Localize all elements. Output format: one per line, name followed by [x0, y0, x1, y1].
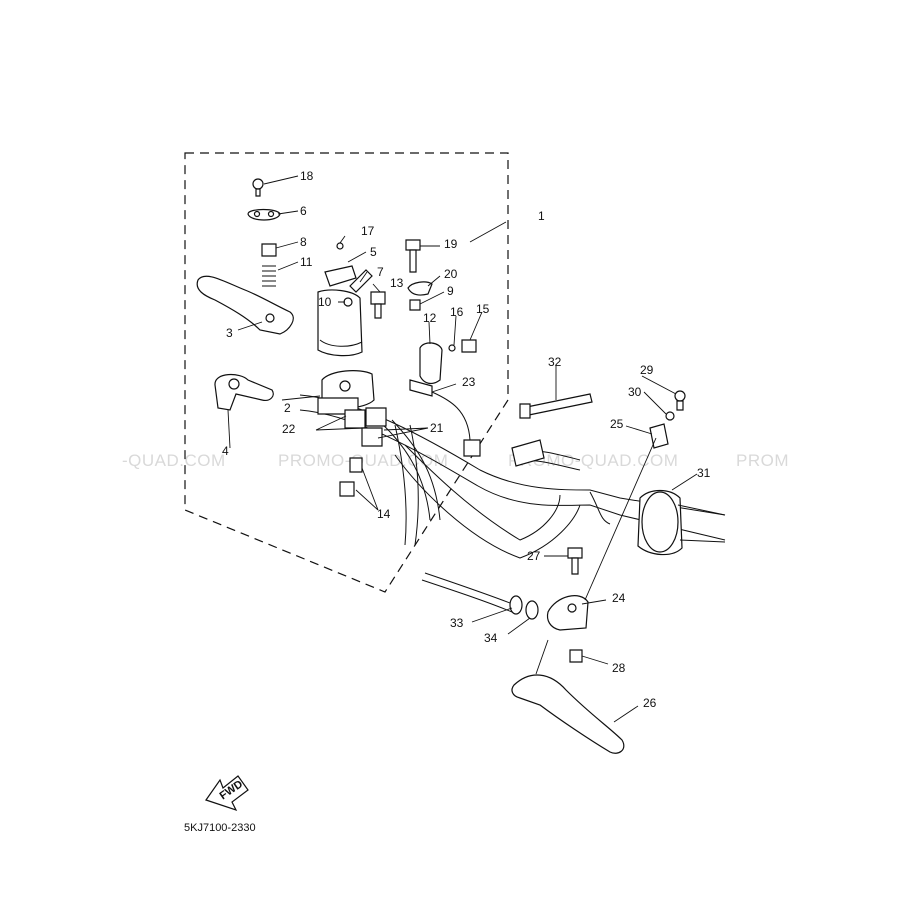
callout-30: 30 [628, 385, 642, 399]
watermark-3: PROMO-QUAD.COM [508, 451, 678, 470]
watermark-1: -QUAD.COM [122, 451, 226, 470]
callout-3: 3 [226, 326, 233, 340]
callout-7: 7 [377, 265, 384, 279]
callout-19: 19 [444, 237, 458, 251]
callout-labels: 18 6 8 11 3 2 4 22 21 14 17 5 7 10 13 19… [222, 169, 711, 710]
callout-22: 22 [282, 422, 296, 436]
callout-6: 6 [300, 204, 307, 218]
assembly-boundary [184, 152, 509, 593]
callout-34: 34 [484, 631, 498, 645]
callout-17: 17 [361, 224, 375, 238]
callout-28: 28 [612, 661, 626, 675]
callout-25: 25 [610, 417, 624, 431]
callout-4: 4 [222, 444, 229, 458]
callout-32: 32 [548, 355, 562, 369]
callout-31: 31 [697, 466, 711, 480]
callout-14: 14 [377, 507, 391, 521]
callout-29: 29 [640, 363, 654, 377]
callout-33: 33 [450, 616, 464, 630]
callout-11: 11 [300, 255, 313, 269]
watermark-4: PROM [736, 451, 789, 470]
callout-26: 26 [643, 696, 657, 710]
throttle-grip [637, 489, 726, 556]
master-cylinder-parts [196, 178, 481, 497]
callout-12: 12 [423, 311, 437, 325]
callout-1: 1 [538, 209, 545, 223]
watermark-2: PROMO-QUAD.COM [278, 451, 448, 470]
callout-10: 10 [318, 295, 332, 309]
callout-18: 18 [300, 169, 314, 183]
callout-27: 27 [527, 549, 541, 563]
callout-8: 8 [300, 235, 307, 249]
forward-arrow: FWD [205, 775, 249, 812]
callout-23: 23 [462, 375, 476, 389]
drawing-code: 5KJ7100-2330 [184, 822, 256, 834]
callout-5: 5 [370, 245, 377, 259]
callout-21: 21 [430, 421, 444, 435]
callout-9: 9 [447, 284, 454, 298]
callout-13: 13 [390, 276, 404, 290]
callout-24: 24 [612, 591, 626, 605]
callout-16: 16 [450, 305, 464, 319]
watermark-strip: -QUAD.COM PROMO-QUAD.COM PROMO-QUAD.COM … [122, 451, 789, 470]
callout-15: 15 [476, 302, 490, 316]
leader-lines [227, 175, 698, 723]
clutch-side-parts [509, 390, 686, 754]
callout-20: 20 [444, 267, 458, 281]
callout-2: 2 [284, 401, 291, 415]
